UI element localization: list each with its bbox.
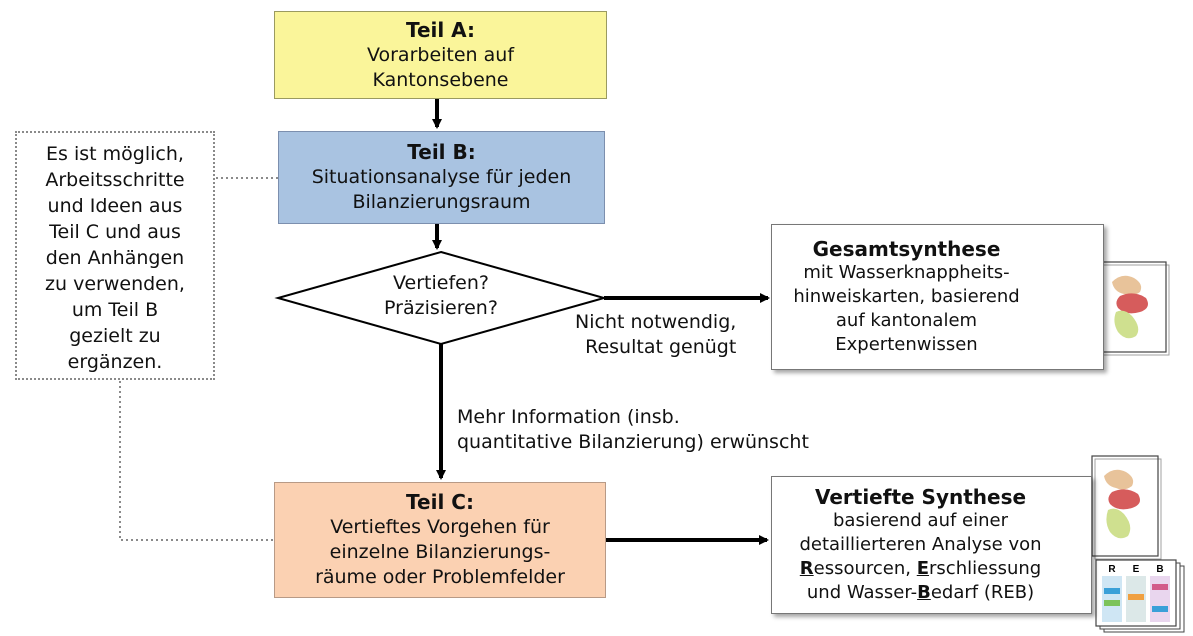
teil-b-line-2: Bilanzierungsraum [352, 191, 531, 213]
synthesis-deep-title: Vertiefte Synthese [814, 485, 1027, 509]
reb-header-r: R [1108, 564, 1116, 575]
teil-c-line-3: räume oder Problemfelder [315, 566, 565, 588]
synthesis-deep-content: Vertiefte Synthese basierend auf einer d… [799, 485, 1063, 605]
teil-b-box: Teil B: Situationsanalyse für jeden Bila… [278, 131, 605, 224]
note-line-3: und Ideen aus [47, 195, 183, 217]
map-thumbnail-icon [1091, 455, 1162, 560]
reb-r-rest: essourcen, [813, 558, 917, 579]
teil-c-title: Teil C: [406, 490, 474, 514]
decision-text: Vertiefen? Präzisieren? [356, 271, 526, 321]
decision-line-1: Vertiefen? [393, 272, 489, 294]
decision-line-2: Präzisieren? [384, 297, 498, 319]
reb-b-letter: B [917, 582, 931, 603]
reb-e-letter: E [916, 558, 930, 579]
synthesis-deep-line-4: und Wasser-Bedarf (REB) [807, 581, 1034, 605]
teil-b-title: Teil B: [407, 140, 476, 164]
teil-b-line-1: Situationsanalyse für jeden [311, 166, 572, 188]
edge-more-info-line-1: Mehr Information (insb. [457, 406, 680, 428]
synthesis-total-content: Gesamtsynthese mit Wasserknappheits- hin… [793, 237, 1079, 357]
edge-not-needed-line-1: Nicht notwendig, [575, 311, 737, 333]
reb-header-b: B [1156, 564, 1163, 575]
reb-table-thumbnail: R E B [1095, 559, 1185, 633]
edge-label-not-needed: Nicht notwendig, Resultat genügt [575, 310, 736, 360]
reb-b-rest: edarf (REB) [930, 582, 1035, 603]
note-line-1: Es ist möglich, [46, 143, 184, 165]
edge-more-info-line-2: quantitative Bilanzierung) erwünscht [457, 431, 809, 453]
synthesis-total-title: Gesamtsynthese [812, 237, 1001, 261]
reb-e-rest: rschliessung [929, 558, 1042, 579]
reb-r-letter: R [799, 558, 814, 579]
synthesis-total-box: Gesamtsynthese mit Wasserknappheits- hin… [771, 224, 1104, 370]
note-line-7: um Teil B [71, 299, 159, 321]
synthesis-total-line-4: Expertenwissen [835, 334, 978, 355]
side-note: Es ist möglich, Arbeitsschritte und Idee… [15, 131, 215, 380]
dotted-note-to-c [119, 381, 274, 541]
edge-label-more-info: Mehr Information (insb. quantitative Bil… [457, 405, 809, 455]
teil-c-line-1: Vertieftes Vorgehen für [330, 516, 550, 538]
note-line-5: den Anhängen [45, 247, 185, 269]
teil-a-line-1: Vorarbeiten auf [366, 43, 515, 66]
teil-c-line-2: einzelne Bilanzierungs- [329, 541, 551, 563]
note-line-2: Arbeitsschritte [45, 169, 185, 191]
synthesis-total-line-1: mit Wasserknappheits- [803, 262, 1010, 283]
synthesis-deep-box: Vertiefte Synthese basierend auf einer d… [771, 476, 1092, 614]
teil-a-title: Teil A: [405, 17, 476, 42]
synthesis-deep-line-3: Ressourcen, Erschliessung [800, 557, 1041, 581]
note-line-9: ergänzen. [67, 351, 163, 373]
map-thumbnail-icon [1099, 261, 1170, 356]
synthesis-deep-line-1: basierend auf einer [833, 510, 1008, 531]
teil-a-line-2: Kantonsebene [372, 68, 509, 91]
teil-c-box: Teil C: Vertieftes Vorgehen für einzelne… [274, 482, 606, 598]
reb-b-pre: und Wasser- [806, 582, 918, 603]
edge-not-needed-line-2: Resultat genügt [585, 336, 737, 358]
synthesis-total-line-3: auf kantonalem [835, 310, 978, 331]
note-line-8: gezielt zu [69, 325, 161, 347]
synthesis-total-line-2: hinweiskarten, basierend [793, 286, 1020, 307]
teil-a-box: Teil A: Vorarbeiten auf Kantonsebene [274, 11, 607, 99]
note-line-4: Teil C und aus [49, 221, 181, 243]
synthesis-deep-line-2: detaillierteren Analyse von [799, 534, 1042, 555]
note-line-6: zu verwenden, [45, 273, 185, 295]
reb-header-e: E [1133, 564, 1140, 575]
